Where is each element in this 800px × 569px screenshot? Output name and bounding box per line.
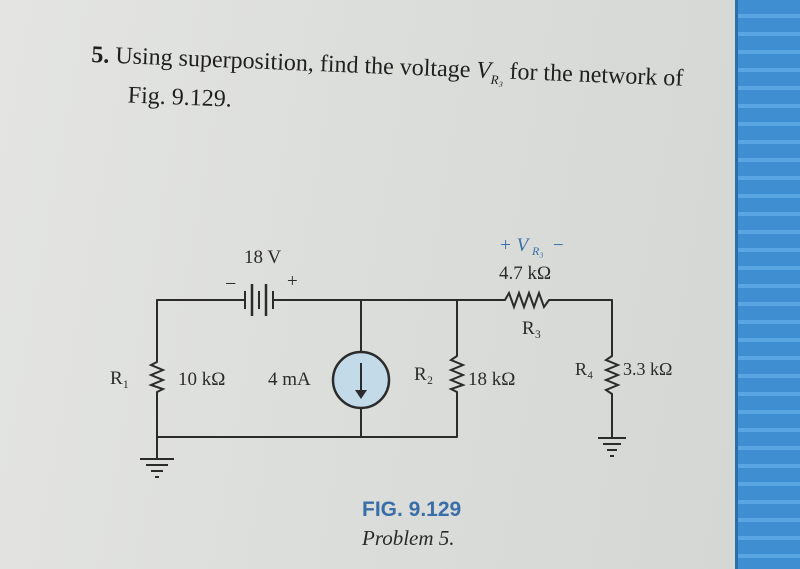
ground-icon-left	[140, 458, 174, 478]
figure-caption: FIG. 9.129 Problem 5.	[362, 498, 502, 551]
r3-value: 4.7 kΩ	[499, 263, 551, 284]
battery-symbol	[244, 284, 274, 316]
wire-bottom-rail	[156, 391, 458, 438]
r3-name: R₃	[522, 318, 541, 339]
r3-voltage-label: + V	[499, 235, 531, 256]
textbook-page	[0, 0, 740, 569]
resistor-r1	[148, 361, 166, 393]
figure-number: FIG. 9.129	[362, 498, 462, 521]
r1-name: R₁	[110, 368, 129, 389]
r2-value: 18 kΩ	[468, 369, 515, 390]
battery-plus: +	[287, 271, 298, 292]
resistor-r4	[603, 355, 621, 395]
r2-name: R₂	[414, 364, 433, 385]
r4-value: 3.3 kΩ	[623, 359, 672, 379]
r4-name: R₄	[575, 359, 593, 379]
circuit-diagram: 18 V − + R₁ 10 kΩ 4 mA R₂ 18 kΩ + V R₃ −…	[110, 235, 672, 478]
wire-r3-r4	[548, 299, 613, 357]
current-source-value: 4 mA	[268, 369, 311, 390]
battery-label: 18 V	[244, 247, 281, 268]
battery-minus: −	[225, 273, 236, 295]
r3-voltage-minus: −	[553, 235, 564, 256]
current-arrow-icon	[355, 363, 367, 399]
book-cover-edge	[735, 0, 800, 569]
resistor-r3	[504, 290, 550, 310]
resistor-r2	[448, 355, 466, 393]
wire-top-left	[156, 299, 246, 363]
ground-icon-right	[598, 437, 626, 457]
r3-voltage-sub: R₃	[531, 244, 544, 258]
r1-value: 10 kΩ	[178, 369, 225, 390]
figure-problem-ref: Problem 5.	[362, 526, 455, 550]
